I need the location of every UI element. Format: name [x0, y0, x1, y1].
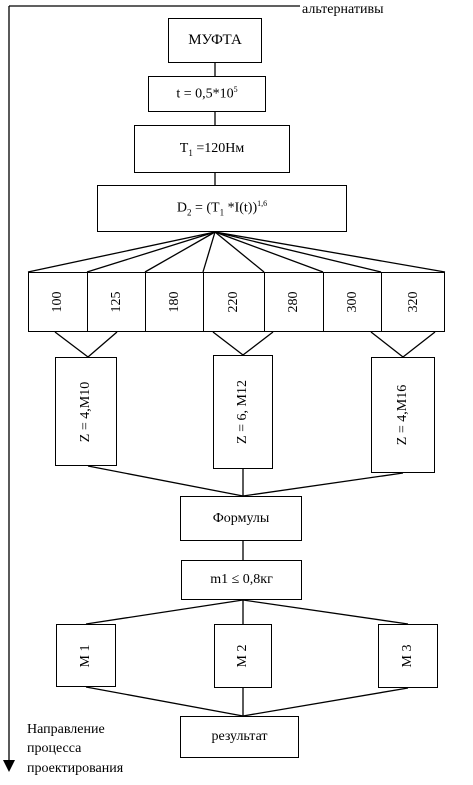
diameter-cell: 300	[324, 273, 382, 331]
model-label: M 3	[400, 644, 415, 668]
time-label: t = 0,5*105	[176, 85, 238, 102]
bolt-label: Z = 4,M16	[395, 384, 410, 446]
direction-label-1: Направление	[27, 722, 105, 737]
coupling-box: МУФТА	[168, 18, 262, 63]
diameter-cell: 125	[88, 273, 146, 331]
model-label: M 2	[235, 644, 250, 668]
mass-label: m1 ≤ 0,8кг	[210, 572, 273, 587]
diameter-cell: 280	[265, 273, 324, 331]
diameter-value: 280	[286, 291, 301, 313]
direction-arrow-icon	[3, 760, 15, 772]
formulas-label: Формулы	[212, 510, 270, 526]
mass-box: m1 ≤ 0,8кг	[181, 560, 302, 600]
coupling-label: МУФТА	[188, 32, 242, 48]
result-label: результат	[211, 729, 268, 744]
torque-box: T1 =120Нм	[134, 125, 290, 173]
model-box-2: M 2	[214, 624, 272, 688]
bolt-box-2: Z = 6, M12	[213, 355, 273, 469]
direction-label-2: процесса	[27, 741, 82, 756]
bolt-label: Z = 6, M12	[235, 380, 250, 444]
model-box-1: M 1	[56, 624, 116, 687]
diameter-value: 320	[406, 291, 421, 313]
model-box-3: M 3	[378, 624, 438, 688]
time-box: t = 0,5*105	[148, 76, 266, 112]
diameter-cell: 320	[382, 273, 446, 331]
diameter-cell: 180	[146, 273, 204, 331]
direction-label-3: проектирования	[27, 761, 124, 776]
diameter-row: 100 125 180 220 280 300 320	[28, 272, 445, 332]
diameter-value: 300	[344, 291, 360, 313]
diameter-value: 100	[50, 291, 65, 313]
diameter-formula-label: D2 = (T1 *I(t))1,6	[176, 199, 268, 218]
diameter-cell: 100	[29, 273, 88, 331]
diameter-value: 125	[108, 291, 124, 313]
result-box: результат	[180, 716, 299, 758]
formulas-box: Формулы	[180, 496, 302, 541]
diameter-value: 180	[166, 291, 182, 313]
model-label: M 1	[78, 644, 93, 667]
bolt-label: Z = 4,M10	[78, 381, 93, 442]
torque-label: T1 =120Нм	[179, 140, 245, 158]
diameter-formula-box: D2 = (T1 *I(t))1,6	[97, 185, 347, 232]
bolt-box-3: Z = 4,M16	[371, 357, 435, 473]
diameter-cell: 220	[204, 273, 265, 331]
bolt-box-1: Z = 4,M10	[55, 357, 117, 466]
diameter-value: 220	[226, 291, 241, 313]
alternatives-label: альтернативы	[302, 2, 384, 17]
